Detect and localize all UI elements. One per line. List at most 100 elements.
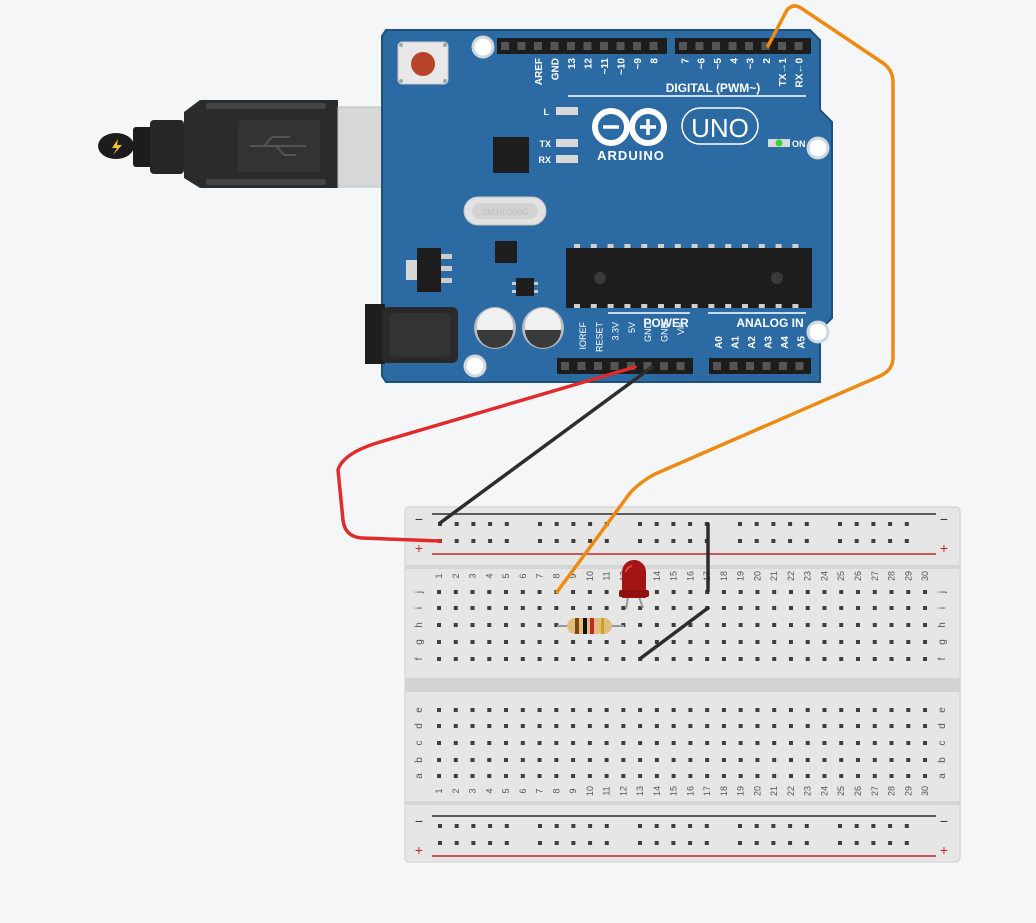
- breadboard-hole[interactable]: [571, 741, 576, 745]
- breadboard-hole[interactable]: [705, 623, 710, 627]
- breadboard-hole[interactable]: [554, 657, 559, 661]
- breadboard-hole[interactable]: [839, 708, 844, 712]
- breadboard-hole[interactable]: [923, 724, 928, 728]
- breadboard-hole[interactable]: [671, 774, 676, 778]
- breadboard-hole[interactable]: [688, 640, 693, 644]
- power-header[interactable]: [557, 358, 693, 374]
- header-socket[interactable]: [594, 362, 602, 370]
- breadboard-hole[interactable]: [888, 824, 893, 828]
- breadboard-hole[interactable]: [621, 774, 626, 778]
- breadboard-hole[interactable]: [504, 708, 509, 712]
- breadboard-hole[interactable]: [771, 824, 776, 828]
- breadboard-hole[interactable]: [604, 758, 609, 762]
- breadboard-hole[interactable]: [923, 590, 928, 594]
- breadboard-hole[interactable]: [537, 640, 542, 644]
- red-led[interactable]: [619, 560, 649, 610]
- breadboard-hole[interactable]: [638, 724, 643, 728]
- breadboard-hole[interactable]: [654, 841, 659, 845]
- breadboard-hole[interactable]: [772, 640, 777, 644]
- breadboard-hole[interactable]: [721, 758, 726, 762]
- breadboard-hole[interactable]: [688, 708, 693, 712]
- breadboard-hole[interactable]: [654, 539, 659, 543]
- breadboard-hole[interactable]: [453, 590, 458, 594]
- breadboard-hole[interactable]: [437, 590, 441, 594]
- breadboard-hole[interactable]: [805, 623, 810, 627]
- header-socket[interactable]: [534, 42, 542, 50]
- wire-5v-to-positive-rail[interactable]: [336, 365, 637, 543]
- header-socket[interactable]: [794, 42, 803, 50]
- header-socket[interactable]: [795, 362, 804, 370]
- breadboard-hole[interactable]: [721, 590, 726, 594]
- breadboard-hole[interactable]: [872, 774, 877, 778]
- header-socket[interactable]: [660, 362, 668, 370]
- breadboard-hole[interactable]: [671, 741, 676, 745]
- breadboard-hole[interactable]: [854, 841, 859, 845]
- breadboard-hole[interactable]: [538, 841, 542, 845]
- breadboard-hole[interactable]: [721, 657, 726, 661]
- breadboard-hole[interactable]: [856, 758, 860, 762]
- breadboard-hole[interactable]: [904, 522, 909, 526]
- breadboard-hole[interactable]: [504, 590, 509, 594]
- breadboard-hole[interactable]: [705, 774, 710, 778]
- breadboard-hole[interactable]: [587, 590, 592, 594]
- breadboard-hole[interactable]: [805, 758, 810, 762]
- breadboard-hole[interactable]: [788, 824, 793, 828]
- breadboard-hole[interactable]: [839, 741, 844, 745]
- breadboard-hole[interactable]: [638, 708, 643, 712]
- breadboard-hole[interactable]: [638, 522, 642, 526]
- breadboard-hole[interactable]: [755, 774, 760, 778]
- breadboard-hole[interactable]: [504, 741, 509, 745]
- breadboard-hole[interactable]: [688, 841, 693, 845]
- breadboard-hole[interactable]: [504, 606, 509, 610]
- breadboard-hole[interactable]: [621, 741, 626, 745]
- breadboard-hole[interactable]: [755, 640, 760, 644]
- breadboard-hole[interactable]: [487, 708, 492, 712]
- breadboard-hole[interactable]: [654, 640, 659, 644]
- breadboard-hole[interactable]: [788, 623, 793, 627]
- breadboard-hole[interactable]: [604, 741, 609, 745]
- breadboard-hole[interactable]: [604, 724, 609, 728]
- breadboard-hole[interactable]: [906, 623, 911, 627]
- reset-button[interactable]: [397, 41, 449, 85]
- breadboard-hole[interactable]: [738, 741, 743, 745]
- header-socket[interactable]: [728, 42, 737, 50]
- breadboard-hole[interactable]: [688, 522, 693, 526]
- breadboard-hole[interactable]: [554, 724, 559, 728]
- breadboard-hole[interactable]: [471, 824, 476, 828]
- breadboard-hole[interactable]: [638, 774, 643, 778]
- breadboard-hole[interactable]: [537, 606, 542, 610]
- breadboard-hole[interactable]: [856, 774, 860, 778]
- breadboard-hole[interactable]: [923, 606, 928, 610]
- header-socket[interactable]: [627, 362, 635, 370]
- breadboard-hole[interactable]: [671, 824, 676, 828]
- breadboard-hole[interactable]: [839, 640, 844, 644]
- breadboard-hole[interactable]: [804, 824, 809, 828]
- breadboard-hole[interactable]: [437, 640, 441, 644]
- breadboard-hole[interactable]: [822, 708, 827, 712]
- breadboard-hole[interactable]: [871, 522, 876, 526]
- breadboard-hole[interactable]: [888, 522, 893, 526]
- breadboard-hole[interactable]: [923, 657, 928, 661]
- breadboard-hole[interactable]: [906, 640, 911, 644]
- breadboard-hole[interactable]: [772, 590, 777, 594]
- breadboard-hole[interactable]: [571, 590, 576, 594]
- breadboard-hole[interactable]: [453, 708, 458, 712]
- breadboard-hole[interactable]: [604, 606, 609, 610]
- breadboard-hole[interactable]: [923, 758, 928, 762]
- header-socket[interactable]: [729, 362, 738, 370]
- breadboard-hole[interactable]: [571, 758, 576, 762]
- breadboard-hole[interactable]: [822, 640, 827, 644]
- breadboard-hole[interactable]: [520, 590, 525, 594]
- breadboard-hole[interactable]: [554, 522, 559, 526]
- breadboard-hole[interactable]: [504, 774, 509, 778]
- breadboard-hole[interactable]: [755, 657, 760, 661]
- breadboard-hole[interactable]: [638, 640, 643, 644]
- breadboard-hole[interactable]: [520, 758, 525, 762]
- breadboard-hole[interactable]: [671, 623, 676, 627]
- breadboard-hole[interactable]: [571, 657, 576, 661]
- wire-column-17-to-column-13[interactable]: [639, 606, 710, 660]
- breadboard-hole[interactable]: [520, 724, 525, 728]
- breadboard-hole[interactable]: [738, 623, 743, 627]
- breadboard-hole[interactable]: [504, 623, 509, 627]
- breadboard-hole[interactable]: [906, 774, 911, 778]
